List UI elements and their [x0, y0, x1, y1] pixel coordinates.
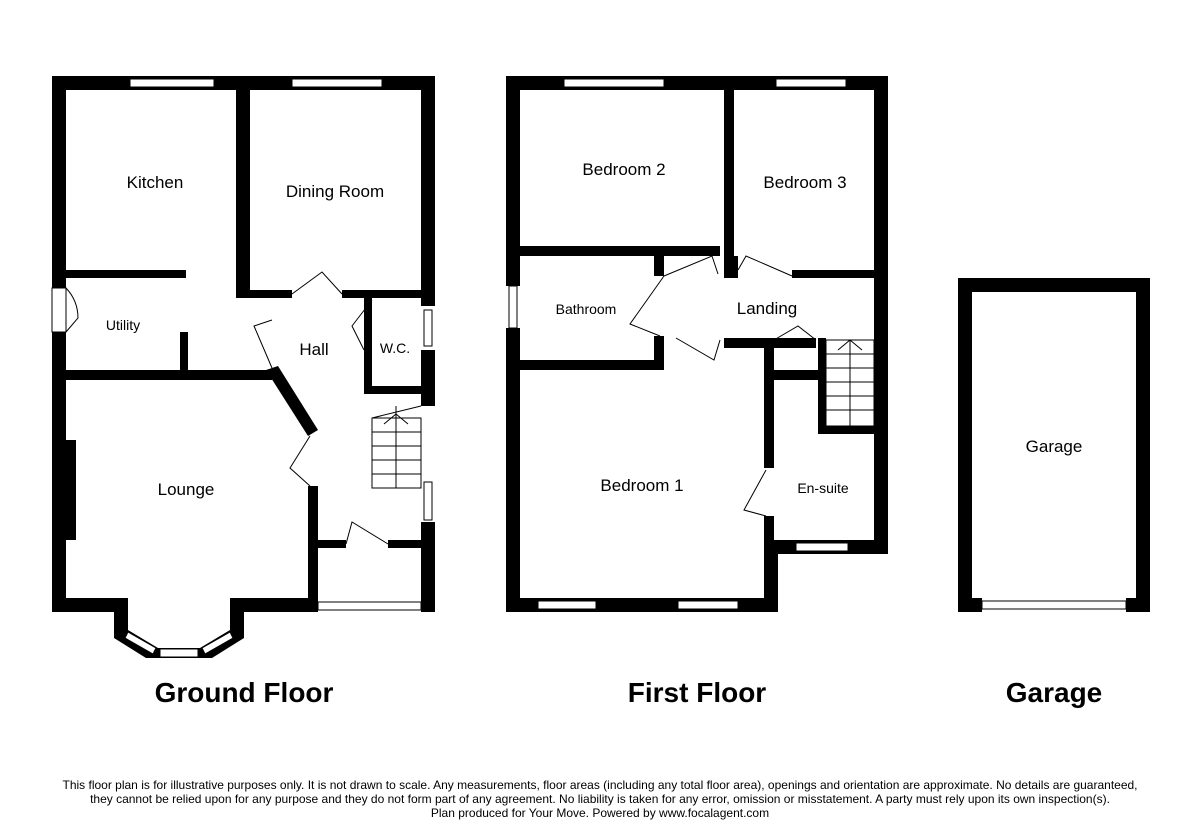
ground-west-wall-upper: [52, 76, 66, 288]
lounge-chimney: [66, 440, 76, 540]
bedroom3-south-wall: [792, 270, 874, 278]
disclaimer-line-2: they cannot be relied upon for any purpo…: [90, 792, 1110, 806]
porch-wall-right: [388, 540, 421, 548]
garage-south-wall-right: [1126, 598, 1150, 612]
bedroom3-door-swing: [737, 255, 793, 277]
lounge-hall-diagonal-wall: [266, 366, 318, 436]
wc-door-swing: [351, 299, 373, 351]
bathroom-east-wall-lower: [654, 336, 664, 366]
disclaimer-line-3: Plan produced for Your Move. Powered by …: [430, 806, 770, 820]
ground-west-wall-lower: [52, 332, 66, 612]
bedroom1-label: Bedroom 1: [600, 476, 683, 495]
bathroom-south-wall: [520, 360, 664, 370]
ensuite-north-wall: [770, 370, 820, 380]
dining-patio-window: [291, 78, 383, 88]
hall-label: Hall: [299, 340, 328, 359]
ground-floor-title: Ground Floor: [155, 677, 334, 708]
garage-title: Garage: [1006, 677, 1103, 708]
kitchen-label: Kitchen: [127, 173, 184, 192]
bedroom1-door-swing: [675, 337, 721, 361]
wc-label: W.C.: [380, 340, 410, 356]
garage-label: Garage: [1026, 437, 1083, 456]
bathroom-window: [508, 285, 518, 329]
bay-window-left-pane: [124, 631, 157, 655]
utility-lounge-wall: [66, 370, 272, 380]
wc-west-wall: [364, 298, 372, 394]
bay-window-centre-pane: [159, 648, 199, 658]
front-door-panel: [317, 601, 422, 611]
bedroom2-south-wall: [520, 246, 720, 256]
bedroom2-door-swing: [663, 255, 719, 277]
dining-south-wall-left: [236, 290, 292, 298]
utility-label: Utility: [106, 317, 140, 333]
ensuite-window: [795, 542, 849, 552]
garage-plan: Garage: [958, 278, 1150, 612]
ensuite-west-wall-upper: [764, 338, 774, 468]
utility-stub-wall: [180, 332, 188, 374]
floor-plan-drawing: Kitchen Dining Room Utility Hall W.C. Lo…: [51, 76, 1150, 708]
bedroom3-window: [775, 78, 847, 88]
ground-east-wall-lower: [421, 522, 435, 612]
porch-wall-left: [318, 540, 346, 548]
stair-west-wall: [818, 338, 826, 434]
lounge-hall-lower-wall: [308, 486, 318, 612]
wc-window: [423, 309, 433, 347]
first-east-wall: [874, 76, 888, 554]
dining-south-wall-right: [342, 290, 435, 298]
dining-room-label: Dining Room: [286, 182, 384, 201]
bathroom-label: Bathroom: [556, 301, 617, 317]
wc-south-wall: [364, 386, 435, 394]
ground-south-wall-right: [230, 598, 316, 612]
first-floor-title: First Floor: [628, 677, 767, 708]
first-west-wall-lower: [506, 328, 520, 612]
bedroom1-window-left: [537, 600, 597, 610]
stair-south-wall: [818, 426, 874, 434]
disclaimer-line-1: This floor plan is for illustrative purp…: [62, 778, 1138, 792]
ensuite-label: En-suite: [797, 480, 849, 496]
garage-west-wall: [958, 278, 972, 612]
ground-staircase: [371, 405, 422, 489]
kitchen-dining-wall: [236, 90, 250, 298]
bedroom3-door-jamb: [724, 256, 738, 278]
utility-door-swing: [65, 287, 79, 333]
ground-floor-plan: Kitchen Dining Room Utility Hall W.C. Lo…: [51, 76, 435, 658]
garage-north-wall: [958, 278, 1150, 292]
ensuite-south-jog: [764, 540, 778, 612]
ground-east-wall-mid: [421, 350, 435, 406]
lounge-door-swing: [289, 435, 311, 487]
bedroom1-window-right: [677, 600, 739, 610]
hall-door-swing: [253, 319, 273, 369]
bay-window-right-pane: [201, 631, 234, 655]
bathroom-door-swing: [629, 275, 665, 337]
utility-side-door-opening: [51, 287, 67, 333]
first-floor-plan: Bedroom 2 Bedroom 3 Bathroom Landing Bed…: [506, 76, 888, 612]
garage-east-wall: [1136, 278, 1150, 612]
bedroom2-bedroom3-wall: [724, 90, 734, 258]
ground-east-wall-upper: [421, 76, 435, 306]
hall-window: [423, 481, 433, 521]
kitchen-window: [129, 78, 215, 88]
ensuite-west-wall-lower: [764, 516, 774, 546]
bathroom-east-wall-upper: [654, 246, 664, 276]
bedroom3-label: Bedroom 3: [763, 173, 846, 192]
porch-door-swing: [345, 521, 389, 545]
disclaimer: This floor plan is for illustrative purp…: [0, 778, 1200, 820]
garage-south-wall-left: [958, 598, 982, 612]
bedroom2-window: [563, 78, 665, 88]
first-west-wall-upper: [506, 76, 520, 286]
dining-door-swing: [291, 271, 343, 295]
ground-south-wall-left: [52, 598, 128, 612]
landing-label: Landing: [737, 299, 798, 318]
ensuite-door-swing: [743, 469, 767, 517]
lounge-label: Lounge: [158, 480, 215, 499]
landing-cupboard-door-swing: [773, 325, 817, 341]
first-staircase: [825, 339, 875, 427]
garage-door: [981, 600, 1127, 610]
kitchen-utility-wall: [66, 270, 186, 278]
bedroom2-label: Bedroom 2: [582, 160, 665, 179]
